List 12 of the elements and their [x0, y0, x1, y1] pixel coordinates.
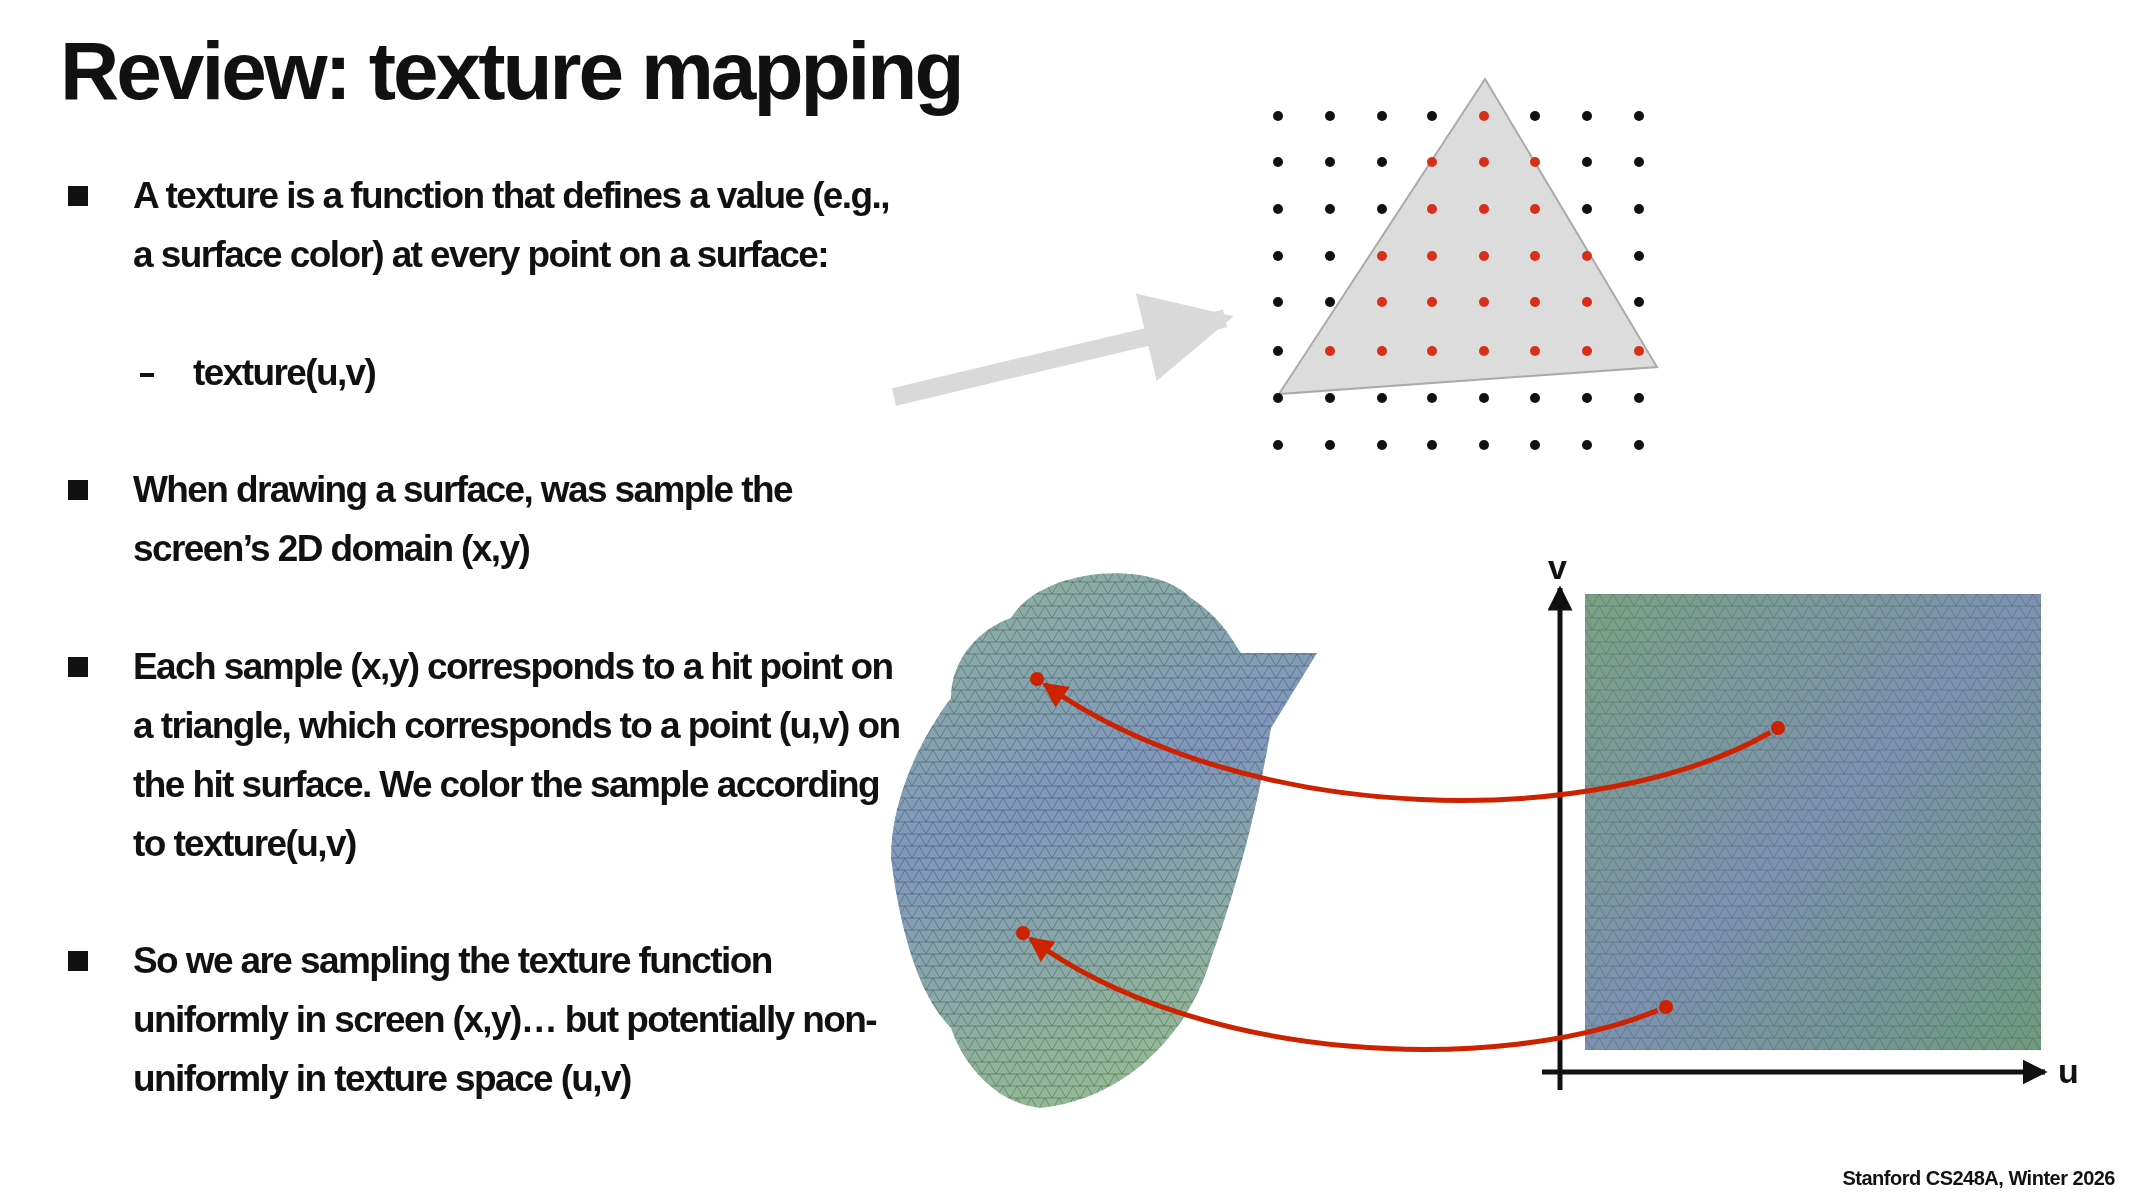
texture-map-picture [1585, 594, 2041, 1050]
bullet-text: So we are sampling the texture function uniformly in screen (x,y)… but potentially non-uniformly in texture space (u,v) [133, 939, 877, 1101]
arrow [891, 293, 1234, 406]
bullet-text: Each sample (x,y) corresponds to a hit point on a triangle, which corresponds to a point (u,v) on the hit surface. We color the sample according to texture(u,v) [133, 645, 901, 866]
arrow [1042, 682, 1772, 803]
bullet-text: A texture is a function that defines a value (e.g., a surface color) at every point on a surface: [133, 174, 890, 277]
arrow [1028, 936, 1659, 1052]
axis-label: v [1548, 548, 1567, 587]
bullet-text: When drawing a surface, was sample the screen’s 2D domain (x,y) [133, 468, 794, 571]
axis-label: u [2058, 1052, 2079, 1091]
sub-bullet-text: texture(u,v) [193, 351, 377, 395]
footer-text: Stanford CS248A, Winter 2026 [1842, 1167, 2115, 1190]
